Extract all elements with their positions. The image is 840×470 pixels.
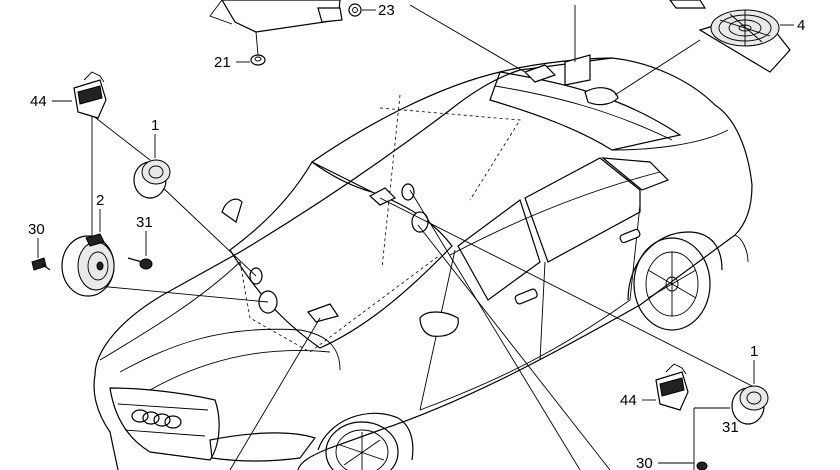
label-2: 2 (96, 192, 104, 209)
rear-wheel (633, 237, 711, 331)
screw-30-left (31, 257, 51, 271)
screw-30-bottom (696, 461, 708, 470)
label-23: 23 (378, 2, 395, 19)
label-1-top: 1 (151, 117, 159, 134)
label-4: 4 (797, 17, 805, 34)
nut-21 (250, 54, 266, 66)
label-31-left: 31 (136, 214, 153, 231)
label-1-bottom: 1 (750, 343, 758, 360)
label-31-bottom: 31 (722, 419, 739, 436)
tweeter-1-bottom (731, 385, 769, 425)
label-30-bottom: 30 (636, 455, 653, 470)
tweeter-1-top (133, 159, 171, 199)
part-labels: 21 23 4 44 1 2 30 31 1 44 31 30 (28, 2, 805, 470)
door-speaker-2 (61, 233, 115, 297)
leader-lines (87, 4, 761, 470)
connector-44-bottom (655, 363, 689, 411)
connector-44-top (73, 71, 107, 119)
label-30-left: 30 (28, 221, 45, 238)
rear-speaker-4 (669, 0, 791, 73)
audi-rings-logo (131, 409, 182, 429)
nut-23 (348, 3, 362, 17)
label-44-bottom: 44 (620, 392, 637, 409)
front-wheel (325, 421, 399, 470)
car-body (93, 54, 753, 470)
label-21: 21 (214, 54, 231, 71)
control-unit (209, 0, 343, 56)
label-44-top: 44 (30, 93, 47, 110)
bolt-31-left (127, 257, 153, 270)
